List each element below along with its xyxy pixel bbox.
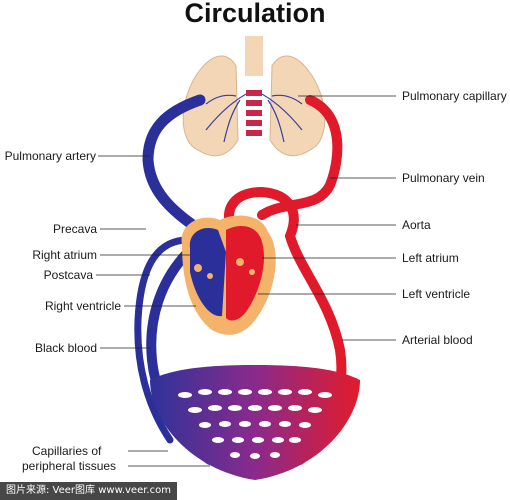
label-left-atrium: Left atrium	[402, 251, 459, 265]
diagram-title: Circulation	[184, 0, 326, 28]
precava-vessel	[134, 236, 192, 444]
image-credit-watermark: 图片来源: Veer图库 www.veer.com	[0, 482, 177, 500]
label-capillaries-line2: peripheral tissues	[22, 459, 117, 473]
trachea	[246, 90, 262, 136]
label-left-ventricle: Left ventricle	[402, 287, 471, 301]
label-aorta: Aorta	[402, 218, 431, 232]
label-pulmonary-artery: Pulmonary artery	[4, 149, 96, 163]
label-right-atrium: Right atrium	[32, 248, 97, 262]
label-pulmonary-vein: Pulmonary vein	[402, 171, 485, 185]
label-capillaries-line1: Capillaries of	[32, 444, 102, 458]
heart	[181, 215, 276, 335]
leader-lines	[96, 95, 396, 467]
peripheral-capillary-bed	[150, 365, 360, 480]
label-right-ventricle: Right ventricle	[44, 299, 121, 313]
label-pulmonary-capillary: Pulmonary capillary	[402, 89, 507, 103]
label-arterial-blood: Arterial blood	[402, 333, 473, 347]
lungs	[182, 36, 326, 157]
label-precava: Precava	[52, 222, 97, 236]
label-postcava: Postcava	[43, 268, 93, 282]
pulmonary-artery-vessel	[142, 94, 206, 236]
label-black-blood: Black blood	[34, 341, 97, 355]
